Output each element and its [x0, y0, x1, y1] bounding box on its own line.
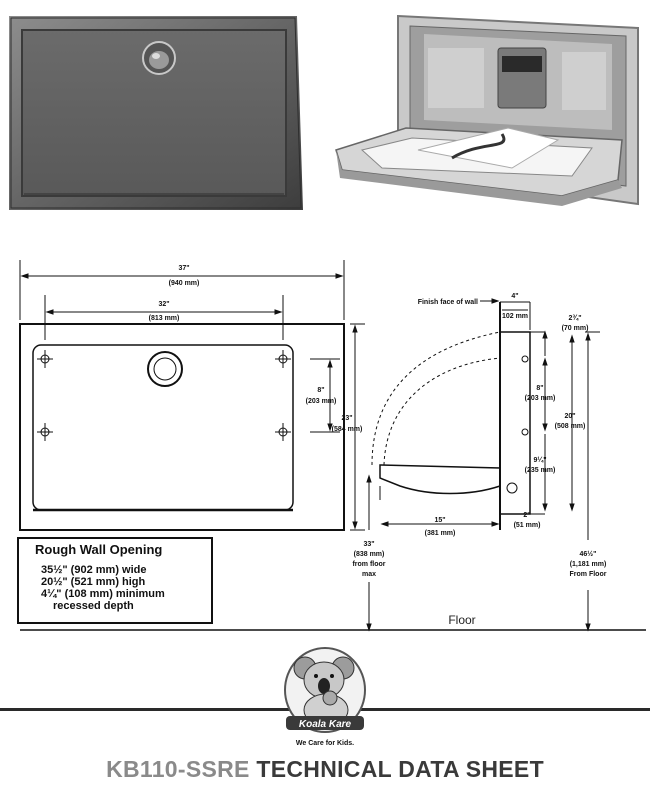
logo-brand: Koala Kare [299, 719, 352, 730]
mount-hole [275, 350, 291, 368]
bed-projection-mm-label: (381 mm) [425, 530, 456, 537]
floor-height-note2: max [362, 571, 376, 578]
side-height-mm-label: (508 mm) [555, 423, 586, 430]
rough-opening-depth-note: recessed depth [53, 600, 134, 612]
bed-projection-label: 15" [434, 517, 445, 524]
floor-height-note1: from floor [352, 561, 385, 568]
mount-spacing-mm-label: (203 mm) [306, 398, 337, 405]
top-offset-label: 2¾" [568, 314, 581, 322]
rough-opening-depth: 4¼" (108 mm) minimum [41, 588, 165, 600]
mount-hole [275, 423, 291, 441]
floor-label: Floor [448, 613, 475, 627]
floor-height-label: 33" [363, 541, 374, 548]
overall-width-label: 37" [178, 265, 189, 272]
mount-spacing-label: 8" [317, 387, 324, 394]
data-sheet-title: TECHNICAL DATA SHEET [256, 756, 544, 782]
koala-kare-logo: Koala Kare [284, 647, 366, 733]
mount-hole [37, 423, 53, 441]
rough-wall-opening-box: Rough Wall Opening 35½" (902 mm) wide 20… [17, 537, 213, 624]
mount-width-mm-label: (813 mm) [149, 315, 180, 322]
overall-height-label: 23" [341, 415, 352, 422]
top-offset-mm-label: (70 mm) [562, 325, 589, 332]
closed-unit-photo [7, 14, 305, 212]
floor-height-mm-label: (838 mm) [354, 551, 385, 558]
overall-height-mm-label: (584 mm) [332, 426, 363, 433]
lower-spacing-mm-label: (235 mm) [525, 467, 556, 474]
side-spacing-mm-label: (203 mm) [525, 395, 556, 402]
lower-spacing-label: 9¼" [533, 456, 546, 464]
overall-width-mm-label: (940 mm) [169, 280, 200, 287]
bottom-offset-label: 2" [523, 512, 530, 519]
rough-opening-width: 35½" (902 mm) wide [41, 564, 147, 576]
bottom-offset-mm-label: (51 mm) [514, 522, 541, 529]
mount-hole [37, 350, 53, 368]
top-height-note: From Floor [570, 571, 607, 578]
model-number: KB110-SSRE [106, 756, 250, 782]
side-spacing-label: 8" [536, 385, 543, 392]
top-height-label: 46½" [580, 550, 597, 558]
technical-drawing: 37" (940 mm) 32" (813 mm) 8" (203 mm) 23… [19, 260, 646, 632]
page-title: KB110-SSRE TECHNICAL DATA SHEET [0, 756, 650, 783]
logo-tagline: We Care for Kids. [295, 740, 355, 747]
open-unit-photo [322, 0, 650, 236]
mount-width-label: 32" [158, 301, 169, 308]
rough-opening-title: Rough Wall Opening [35, 542, 163, 557]
finish-face-label: Finish face of wall [418, 299, 478, 306]
top-height-mm-label: (1,181 mm) [570, 561, 607, 568]
side-height-label: 20" [564, 413, 575, 420]
rough-opening-height: 20½" (521 mm) high [41, 576, 146, 588]
depth-label: 4" [511, 293, 518, 300]
depth-mm-label: 102 mm [502, 313, 528, 320]
